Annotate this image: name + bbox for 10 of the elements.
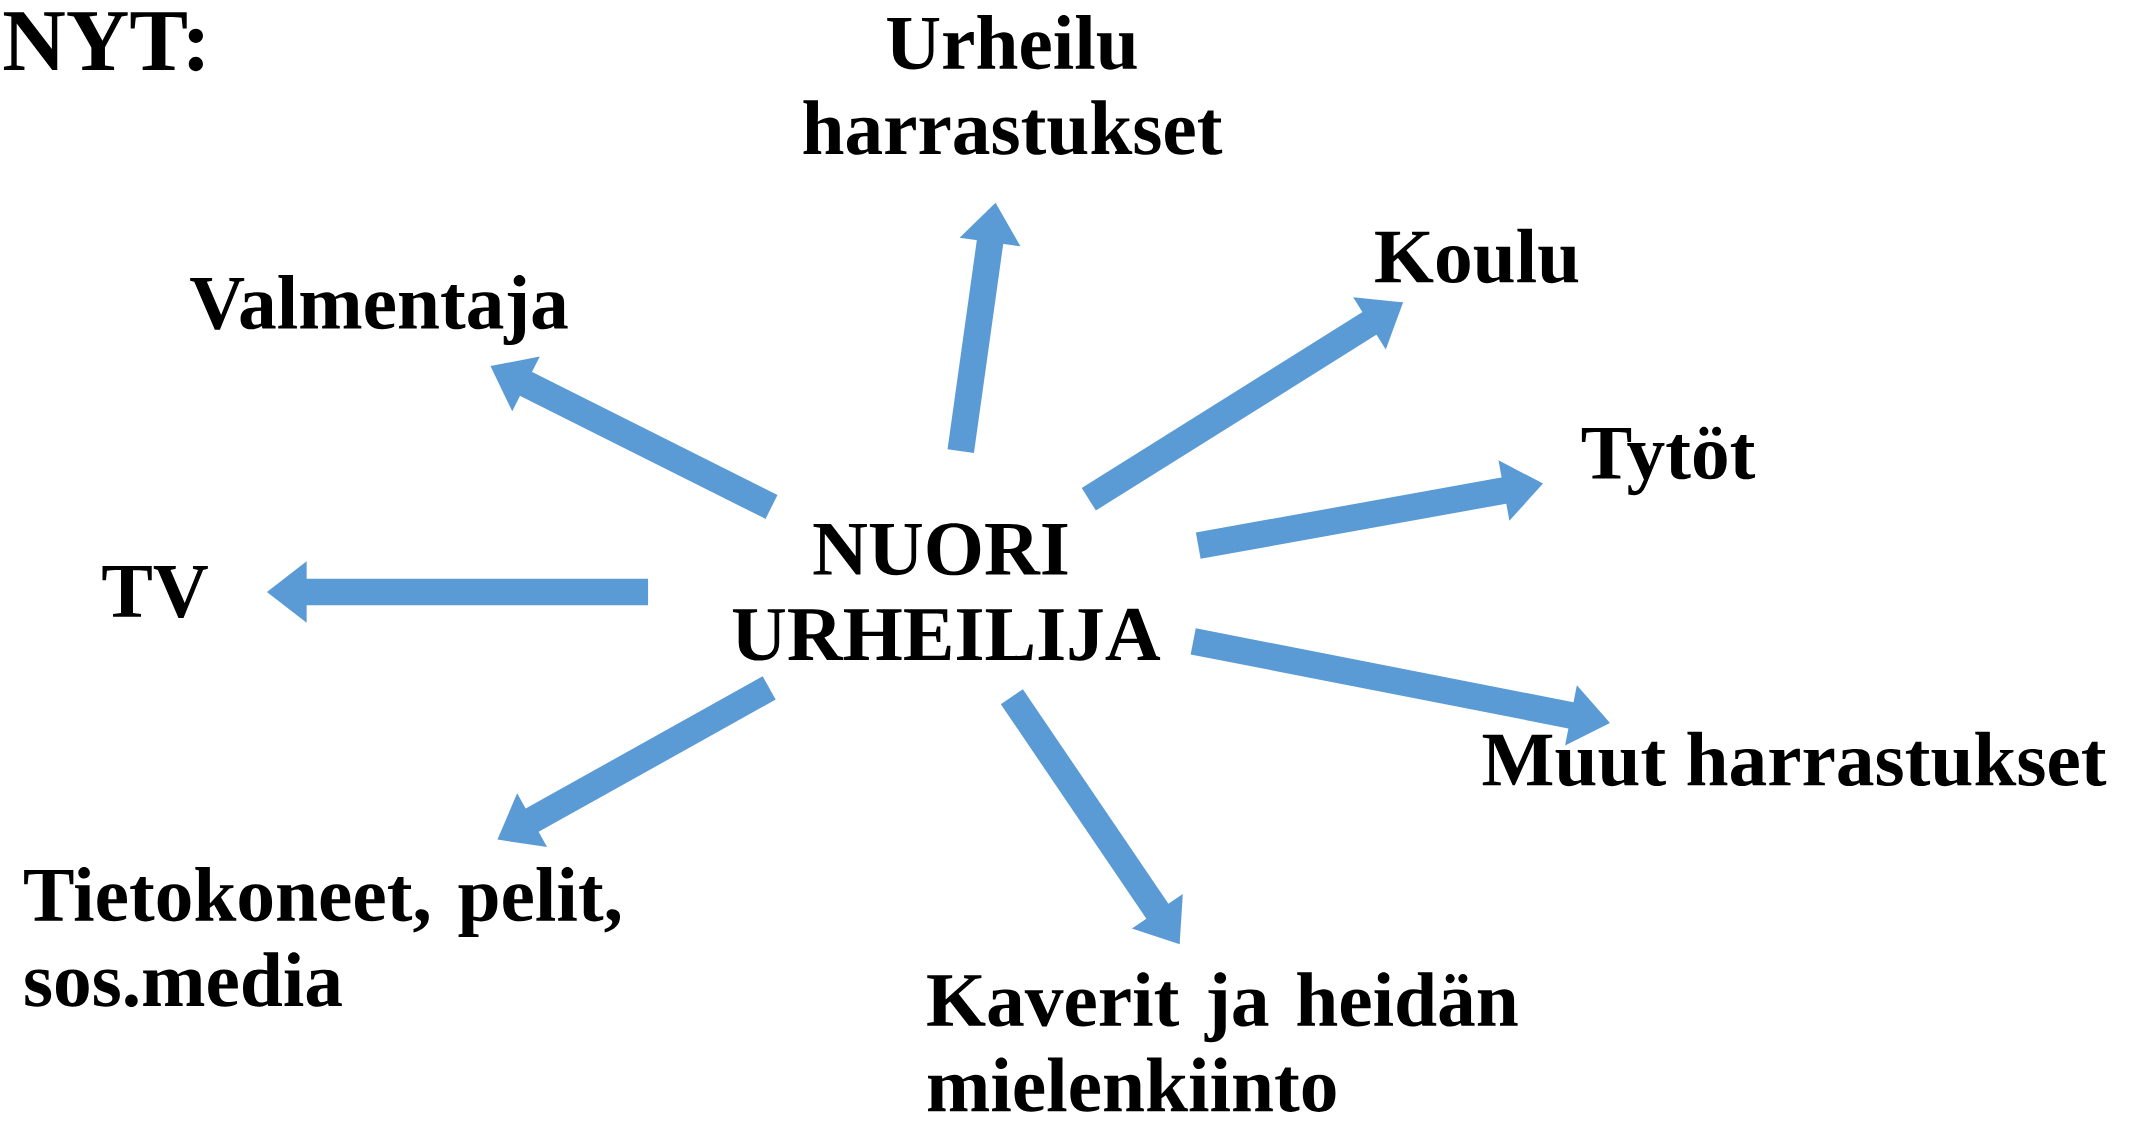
topic-label: TV	[102, 566, 208, 618]
title: NYT:	[3, 12, 203, 72]
topic-label: Valmentaja	[190, 274, 568, 346]
topic-label: Tytöt	[1581, 426, 1756, 496]
topic-label: Muut harrastukset	[1482, 731, 2107, 787]
topic-label: Kaverit ja heidän mielenkiinto	[927, 972, 1518, 1112]
center-label: NUORI URHEILIJA	[732, 523, 1161, 661]
topic-label: Koulu	[1375, 228, 1579, 284]
topic-label: Tietokoneet, pelit, sos.media	[24, 866, 621, 1008]
topic-label: Urheilu harrastukset	[803, 15, 1223, 155]
